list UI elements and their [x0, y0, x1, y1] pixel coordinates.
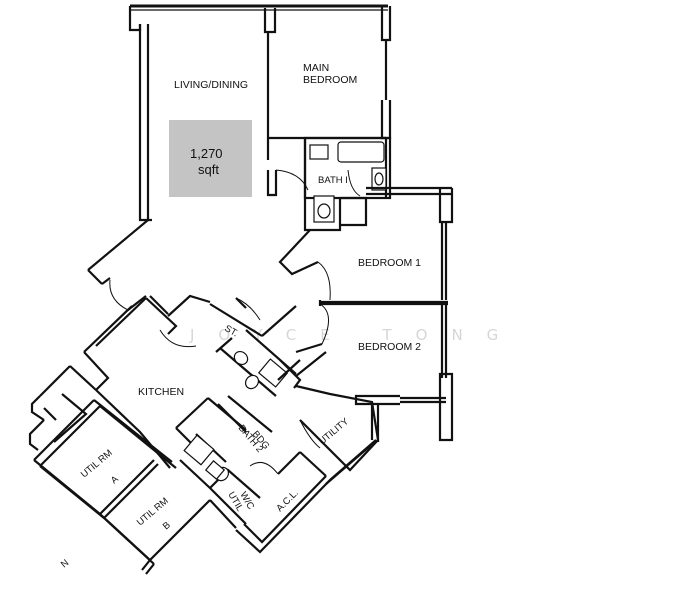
- bath-2-area: [215, 329, 327, 397]
- bath-2-fixture: [183, 434, 215, 466]
- bedroom-2-label: BEDROOM 2: [358, 341, 421, 353]
- bedroom-1-label: BEDROOM 1: [358, 257, 421, 269]
- bath-1: [303, 136, 392, 232]
- basin-icon: [233, 350, 249, 366]
- util-rm-b-label-2: B: [161, 520, 173, 533]
- utility-room: [295, 384, 380, 485]
- vanity: [309, 144, 329, 160]
- util-rm-a-label-1: UTIL RM: [79, 448, 115, 481]
- utility-label: UTILITY: [317, 416, 352, 448]
- acl-label: A.C.L.: [274, 488, 300, 514]
- util-wc: [179, 459, 261, 525]
- bath-2-room: [183, 395, 301, 475]
- bedroom-1: [278, 186, 454, 306]
- kitchen: [39, 297, 247, 469]
- acl-ledge: [235, 451, 331, 554]
- north-mark: N: [59, 557, 71, 570]
- living-dining-label: LIVING/DINING: [174, 79, 248, 91]
- kitchen-label: KITCHEN: [138, 386, 184, 398]
- toilet-2-icon: [244, 374, 260, 390]
- bath-1-label: BATH I: [318, 175, 348, 186]
- bathtub: [337, 141, 385, 163]
- main-bedroom-label-1: MAIN: [303, 62, 329, 74]
- util-rooms: [28, 393, 237, 575]
- area-value: 1,270: [190, 146, 223, 161]
- main-bedroom-label-2: BEDROOM: [303, 74, 357, 86]
- shower-tray-icon: [257, 358, 289, 388]
- area-unit: sqft: [198, 162, 219, 177]
- watermark: JOYCE TONG: [189, 326, 522, 344]
- util-rm-a-label-2: A: [109, 473, 121, 486]
- area-box: [169, 120, 252, 197]
